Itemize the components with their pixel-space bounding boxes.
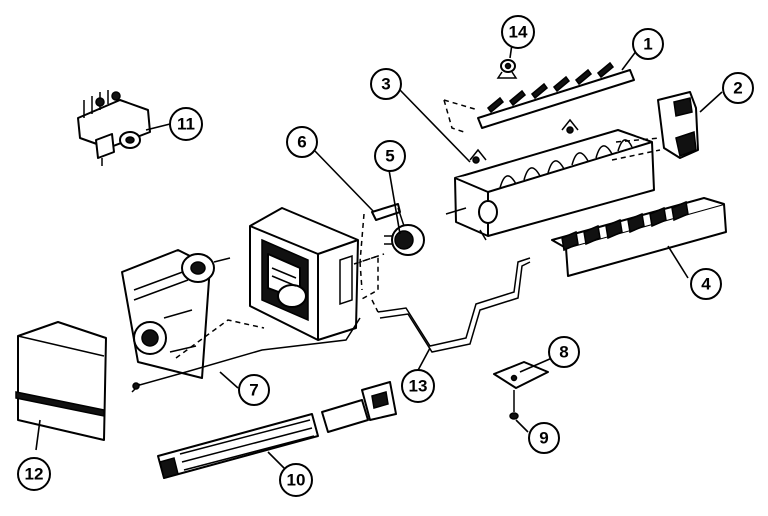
callout-14-label: 14 [509,23,528,42]
callout-10-label: 10 [287,471,306,490]
callout-6: 6 [286,126,318,158]
bail-arm-part [371,257,531,353]
callout-1: 1 [632,28,664,60]
front-cover-part [15,321,107,441]
callout-4: 4 [690,268,722,300]
callout-12: 12 [17,457,51,491]
callout-6-label: 6 [297,133,306,152]
callout-7-label: 7 [249,381,258,400]
callout-9-label: 9 [539,429,548,448]
clip-part [496,59,518,79]
callout-11: 11 [169,107,203,141]
callout-4-label: 4 [701,275,711,294]
callout-2-label: 2 [733,79,742,98]
callout-11-label: 11 [177,115,195,134]
callout-8-label: 8 [559,343,568,362]
callout-12-label: 12 [25,465,44,484]
water-valve-part [77,90,151,166]
callout-14: 14 [501,15,535,49]
callout-9: 9 [528,422,560,454]
motor-part [384,224,425,256]
callout-3: 3 [370,68,402,100]
callout-2: 2 [722,72,754,104]
stripper-part [551,197,727,277]
arm-bracket-part [371,203,405,227]
callout-1-label: 1 [643,35,652,54]
end-cap-part [657,91,699,159]
callout-10: 10 [279,463,313,497]
alignment-lines [359,213,385,291]
screw-part [509,390,519,420]
shutoff-bracket-part [493,361,549,389]
control-housing-part [249,207,359,341]
callout-7: 7 [238,374,270,406]
callout-3-label: 3 [381,75,390,94]
callout-13-label: 13 [409,377,428,396]
callout-13: 13 [401,369,435,403]
ejector-part [443,61,635,133]
callout-5-label: 5 [385,147,394,166]
timer-module-part [121,249,265,379]
callout-5: 5 [374,140,406,172]
ice-mold-part [445,118,661,241]
heater-part [157,381,397,479]
callout-8: 8 [548,336,580,368]
